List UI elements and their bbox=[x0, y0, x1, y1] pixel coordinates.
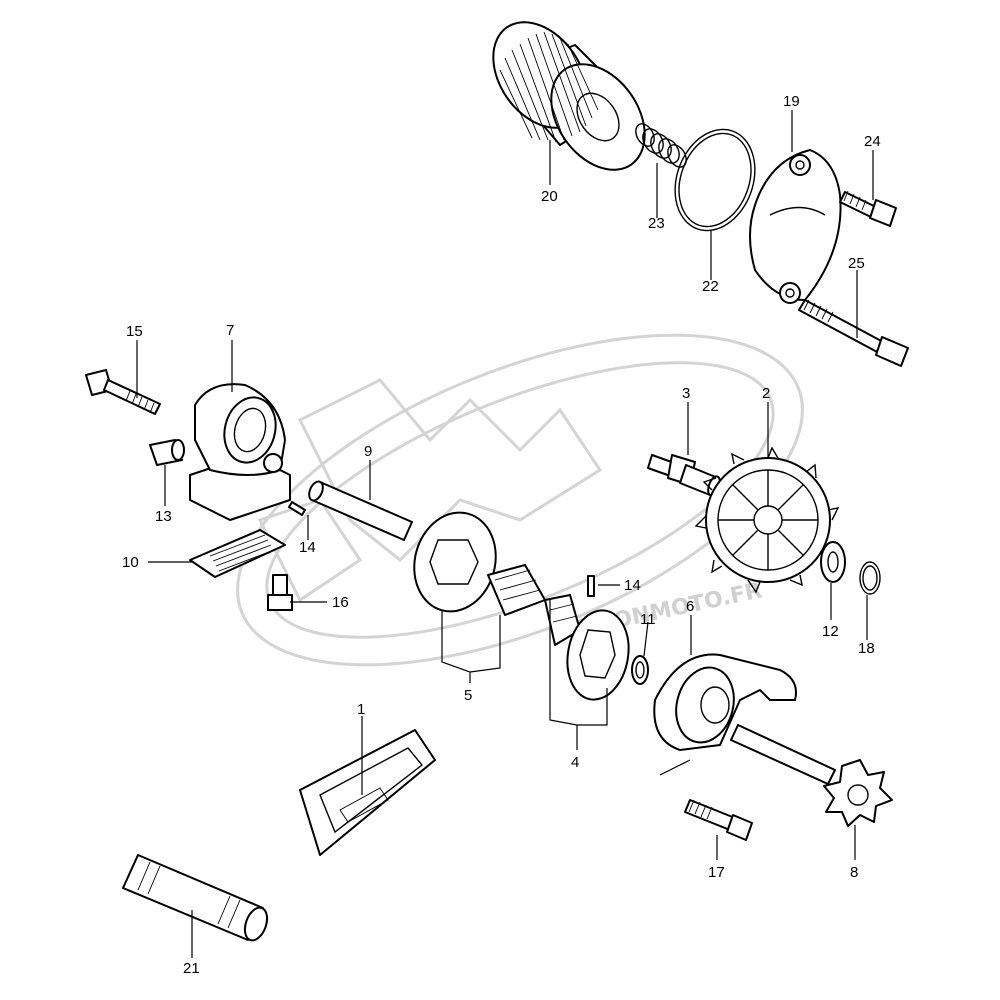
callout-17: 17 bbox=[708, 864, 725, 881]
callout-14b: 14 bbox=[624, 577, 641, 594]
washer-12 bbox=[820, 541, 846, 583]
rotor-outer-5 bbox=[413, 511, 497, 613]
bolt-long-25 bbox=[798, 299, 909, 367]
pump-shaft bbox=[308, 480, 413, 541]
callout-5: 5 bbox=[464, 687, 472, 704]
callout-4: 4 bbox=[571, 754, 579, 771]
oil-filter bbox=[492, 21, 646, 171]
filter-cover bbox=[749, 149, 842, 304]
callout-3: 3 bbox=[682, 385, 690, 402]
callout-19: 19 bbox=[783, 93, 800, 110]
callout-15: 15 bbox=[126, 323, 143, 340]
bolt-short-24 bbox=[839, 190, 897, 227]
callout-labels: 1 2 3 4 5 6 7 8 9 10 11 12 13 14 14 15 1… bbox=[122, 93, 881, 977]
pin-14a bbox=[288, 501, 306, 516]
callout-14a: 14 bbox=[299, 539, 316, 556]
callout-11: 11 bbox=[640, 611, 656, 628]
pump-case bbox=[653, 653, 797, 751]
rotor-outer-4 bbox=[566, 609, 630, 701]
sealant-tube-21 bbox=[122, 854, 269, 942]
callout-21: 21 bbox=[183, 960, 200, 977]
callout-25: 25 bbox=[848, 255, 865, 272]
bolt-15 bbox=[85, 369, 161, 415]
callout-9: 9 bbox=[364, 443, 372, 460]
o-ring-large bbox=[674, 128, 756, 232]
callout-7: 7 bbox=[226, 322, 234, 339]
filter-spring bbox=[635, 123, 687, 168]
callout-23: 23 bbox=[648, 215, 665, 232]
callout-10: 10 bbox=[122, 554, 139, 571]
bolt-17 bbox=[684, 799, 753, 841]
circlip-18 bbox=[859, 561, 881, 595]
callout-13: 13 bbox=[155, 508, 172, 525]
callout-1: 1 bbox=[357, 701, 365, 718]
bolt-16 bbox=[267, 574, 293, 611]
callout-2: 2 bbox=[762, 385, 770, 402]
callout-18: 18 bbox=[858, 640, 875, 657]
pin-14b bbox=[587, 575, 595, 597]
driven-gear bbox=[694, 446, 840, 594]
callout-22: 22 bbox=[702, 278, 719, 295]
washer-11 bbox=[631, 655, 649, 685]
callout-12: 12 bbox=[822, 623, 839, 640]
pump-housing bbox=[189, 383, 291, 521]
stud-bolt-3 bbox=[647, 454, 721, 497]
leader-lines bbox=[136, 110, 874, 958]
strainer-gasket bbox=[189, 529, 286, 578]
callout-20: 20 bbox=[541, 188, 558, 205]
callout-8: 8 bbox=[850, 864, 858, 881]
sealing-gasket-1 bbox=[299, 729, 436, 856]
callout-6: 6 bbox=[686, 598, 694, 615]
rotor-inner-5 bbox=[487, 564, 546, 616]
pump-drive-gear bbox=[730, 724, 893, 827]
callout-16: 16 bbox=[332, 594, 349, 611]
dowel-pin-13 bbox=[149, 439, 185, 466]
callout-24: 24 bbox=[864, 133, 881, 150]
